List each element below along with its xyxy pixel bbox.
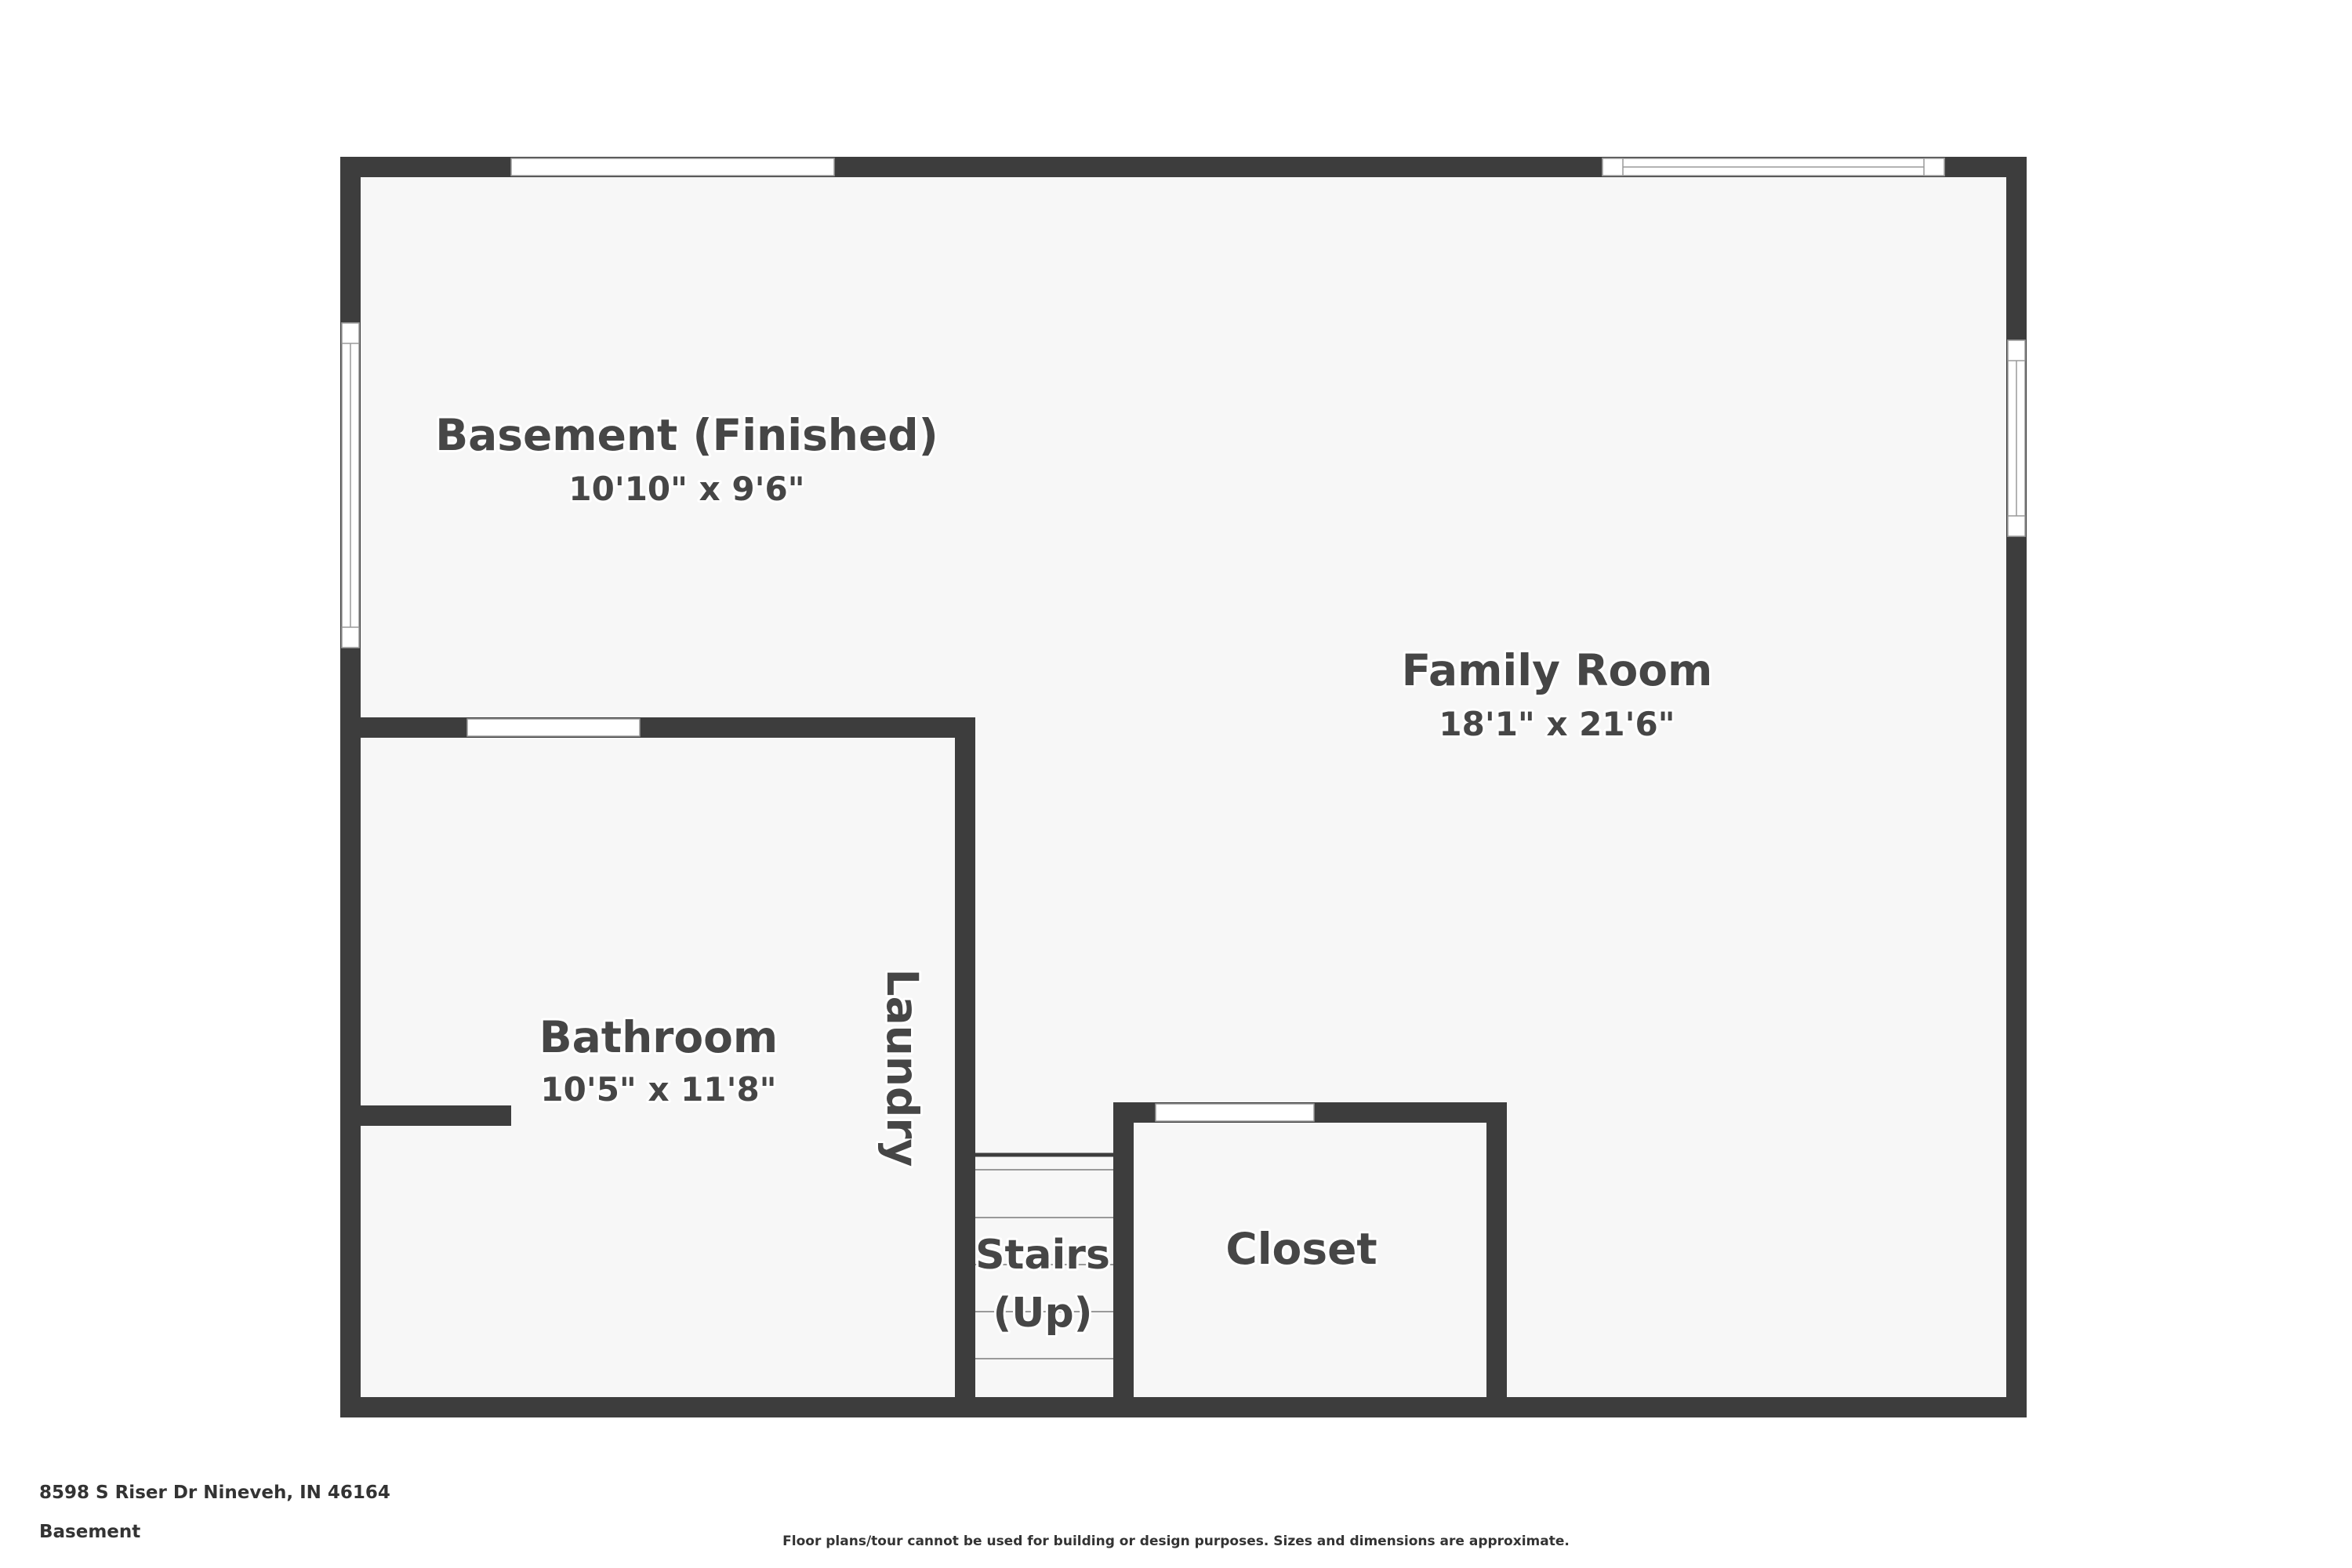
wall-bathroom-partition	[340, 1105, 511, 1126]
disclaimer: Floor plans/tour cannot be used for buil…	[782, 1534, 1570, 1549]
floor-name: Basement	[39, 1522, 141, 1542]
room-dims-bathroom: 10'5" x 11'8"	[540, 1070, 776, 1109]
room-name-bathroom: Bathroom	[539, 1012, 779, 1062]
room-name-family: Family Room	[1402, 645, 1713, 695]
window-closet	[1155, 1103, 1315, 1122]
room-dims-family: 18'1" x 21'6"	[1439, 705, 1675, 743]
stairs-treads	[975, 1152, 1113, 1359]
room-name-laundry: Laundry	[877, 969, 927, 1167]
windows	[341, 158, 2026, 1122]
floor-area	[351, 176, 2021, 1399]
property-address: 8598 S Riser Dr Nineveh, IN 46164	[39, 1483, 390, 1503]
wall-closet-right	[1486, 1102, 1507, 1417]
room-dims-basement: 10'10" x 9'6"	[568, 470, 804, 508]
room-name-basement: Basement (Finished)	[435, 410, 938, 460]
stairs-label-line1: Stairs	[975, 1232, 1110, 1279]
stairs-label-line2: (Up)	[993, 1290, 1093, 1337]
wall-closet-left	[1113, 1102, 1134, 1417]
wall-bathroom-right	[955, 717, 975, 1417]
wall-bathroom-top	[340, 717, 975, 738]
window-top-right	[1602, 158, 1945, 176]
wall-bottom	[340, 1397, 2027, 1417]
window-top-left	[510, 158, 835, 176]
window-left	[341, 322, 360, 648]
window-right	[2007, 339, 2026, 537]
window-bathroom	[466, 718, 641, 737]
room-name-closet: Closet	[1225, 1224, 1377, 1274]
